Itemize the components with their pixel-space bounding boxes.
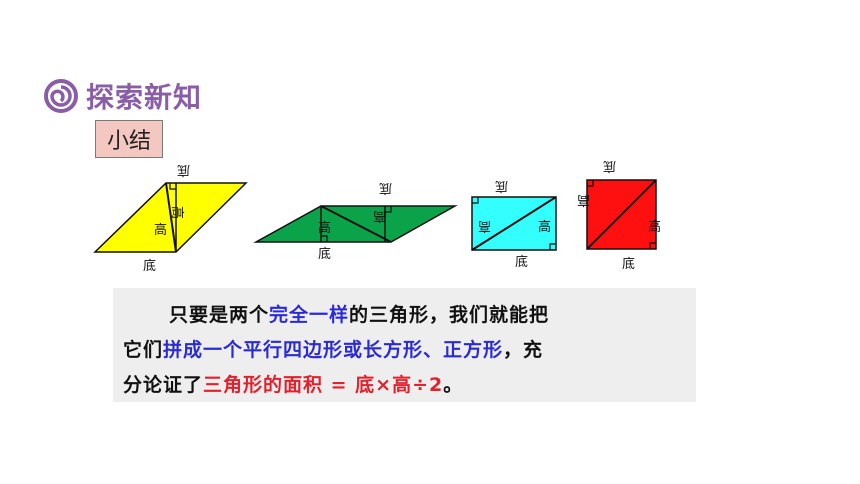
red-right-angle-mark-top [587, 180, 594, 187]
red-height-label-left: 高 [577, 192, 590, 208]
green-diagonal [320, 205, 392, 243]
green-height-label-left: 高 [318, 220, 331, 236]
green-right-angle-mark-left [321, 235, 328, 242]
conclusion-line-1: 只要是两个完全一样的三角形，我们就能把 [113, 300, 752, 327]
yellow-top-base-label: 底 [177, 162, 190, 178]
green-top-base-label: 底 [379, 180, 392, 196]
yellow-parallelogram-figure: 底 高 高 底 [93, 162, 248, 274]
section-title: 探索新知 [86, 81, 203, 114]
green-parallelogram-figure: 底 高 高 底 [253, 180, 458, 262]
text-segment: 。 [443, 374, 464, 396]
spiral-icon [44, 79, 78, 113]
text-highlight-formula: 三角形的面积 = 底×高÷2 [203, 374, 444, 396]
text-segment: 的三角形，我们就能把 [349, 304, 550, 326]
text-highlight-shapes: 拼成一个平行四边形或长方形、正方形 [163, 339, 504, 361]
text-segment: 它们 [123, 339, 164, 361]
text-segment: ，充 [503, 339, 544, 361]
cyan-top-base-label: 底 [495, 178, 508, 194]
conclusion-line-2: 它们拼成一个平行四边形或长方形、正方形，充 [113, 335, 706, 362]
text-highlight-identical: 完全一样 [269, 304, 350, 326]
cyan-base-label: 底 [515, 254, 528, 270]
text-segment: 只要是两个 [169, 304, 270, 326]
conclusion-line-3: 分论证了三角形的面积 = 底×高÷2。 [113, 370, 706, 397]
section-header: 探索新知 [44, 76, 202, 116]
green-right-angle-mark-right [385, 206, 392, 213]
cyan-right-angle-mark-bottom [549, 243, 556, 250]
green-base-label: 底 [318, 246, 331, 262]
red-height-label-right: 高 [648, 219, 661, 235]
cyan-diagonal [471, 196, 557, 251]
summary-tag-label: 小结 [106, 129, 151, 154]
cyan-height-label-right: 高 [538, 219, 551, 235]
green-height-label-right: 高 [373, 208, 386, 224]
red-base-label: 底 [622, 256, 635, 272]
red-top-base-label: 底 [603, 158, 616, 174]
red-right-angle-mark-bottom [649, 242, 656, 249]
cyan-right-angle-mark-top [472, 197, 479, 204]
yellow-height-label-right: 高 [169, 206, 185, 219]
yellow-height-label-left: 高 [154, 222, 167, 238]
summary-tag: 小结 [95, 120, 163, 158]
yellow-diagonal [165, 182, 177, 253]
text-segment: 分论证了 [123, 374, 204, 396]
cyan-rectangle-figure: 底 高 高 底 [471, 178, 557, 270]
conclusion-box: 只要是两个完全一样的三角形，我们就能把 它们拼成一个平行四边形或长方形、正方形，… [113, 288, 696, 402]
red-diagonal [586, 179, 657, 250]
figures-canvas: 底 高 高 底 底 高 高 底 底 高 高 底 底 高 高 底 [93, 158, 661, 274]
yellow-base-label: 底 [143, 258, 156, 274]
yellow-right-angle-mark [169, 183, 176, 190]
cyan-height-label-left: 高 [478, 218, 491, 234]
red-square-figure: 底 高 高 底 [577, 158, 661, 272]
